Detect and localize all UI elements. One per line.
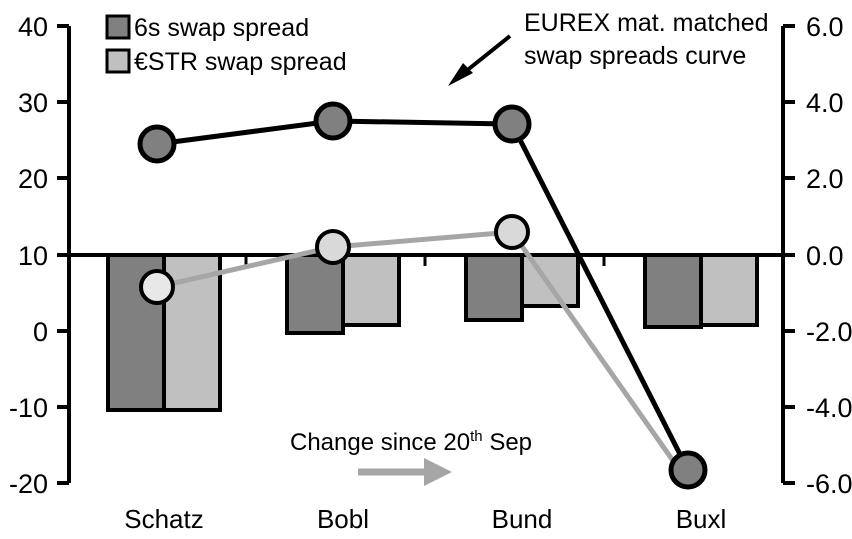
left-axis: 40 30 20 10 0 -10 -20 <box>9 12 71 499</box>
eurex-callout-line2: swap spreads curve <box>524 42 746 70</box>
change-since-superscript: th <box>470 428 483 445</box>
category-label-buxl: Buxl <box>676 504 727 534</box>
right-axis-tick-label: -6.0 <box>806 469 852 499</box>
bar-estr-buxl <box>699 253 759 327</box>
right-axis-tick-label: 4.0 <box>806 88 844 118</box>
series-eurex-curve <box>137 101 708 490</box>
legend-label-estr: €STR swap spread <box>134 48 347 76</box>
left-axis-tick-label: 10 <box>18 241 48 271</box>
legend-swatch-6s <box>105 14 131 40</box>
bar-estr-bund <box>520 253 580 308</box>
category-label-schatz: Schatz <box>124 504 204 534</box>
right-axis-tick-label: 0.0 <box>806 241 844 271</box>
change-since-arrow-head <box>424 458 452 486</box>
eurex-curve-marker-schatz <box>137 124 177 164</box>
eurex-callout: EUREX mat. matched swap spreads curve <box>448 9 769 86</box>
eurex-callout-arrow-head <box>448 63 473 86</box>
bar-6s-bund <box>464 253 524 322</box>
left-axis-tick-label: 20 <box>18 164 48 194</box>
estr-curve-line <box>156 229 691 484</box>
bar-estr-bobl <box>341 253 401 327</box>
legend-label-6s: 6s swap spread <box>134 14 309 42</box>
left-axis-tick-label: -10 <box>9 393 48 423</box>
left-axis-tick-label: 0 <box>33 317 48 347</box>
legend-swatch-estr <box>105 48 131 74</box>
category-label-bund: Bund <box>492 504 553 534</box>
right-axis-tick-label: 6.0 <box>806 12 844 42</box>
estr-curve-marker-schatz <box>139 269 175 305</box>
change-since-suffix: Sep <box>483 429 532 456</box>
eurex-curve-marker-buxl <box>668 450 708 490</box>
eurex-callout-line1: EUREX mat. matched <box>524 9 769 37</box>
estr-curve-marker-bobl <box>315 229 351 265</box>
left-axis-tick-label: 30 <box>18 88 48 118</box>
category-label-bobl: Bobl <box>317 504 369 534</box>
left-axis-tick-label: 40 <box>18 12 48 42</box>
bar-group-bobl <box>285 253 401 335</box>
eurex-curve-marker-bobl <box>313 101 353 141</box>
eurex-curve-line <box>156 118 691 472</box>
estr-curve-marker-bund <box>494 214 530 250</box>
bar-group-bund <box>464 253 580 322</box>
category-labels: Schatz Bobl Bund Buxl <box>124 504 726 534</box>
change-since-prefix: Change since 20 <box>290 429 470 456</box>
chart-legend: 6s swap spread €STR swap spread <box>105 14 347 76</box>
bar-group-buxl <box>643 253 759 329</box>
change-since-note: Change since 20th Sep <box>290 428 532 486</box>
bar-6s-buxl <box>643 253 703 329</box>
change-since-text: Change since 20th Sep <box>290 428 532 456</box>
eurex-curve-marker-bund <box>492 104 532 144</box>
series-estr-curve <box>139 214 691 484</box>
right-axis-tick-label: 2.0 <box>806 164 844 194</box>
left-axis-tick-label: -20 <box>9 469 48 499</box>
bar-6s-bobl <box>285 253 345 335</box>
right-axis-tick-label: -2.0 <box>806 317 852 347</box>
right-axis-tick-label: -4.0 <box>806 393 852 423</box>
